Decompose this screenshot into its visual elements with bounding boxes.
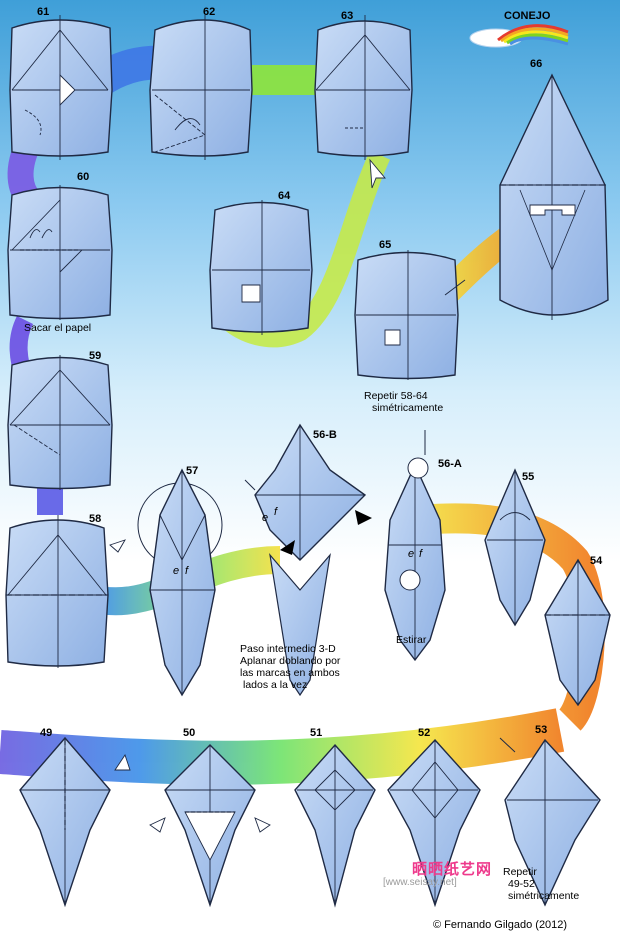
step-number: 49: [40, 727, 53, 739]
step-number: 51: [310, 727, 323, 739]
fold-label-e: e: [408, 548, 415, 560]
instruction-repetir-58-line2: simétricamente: [372, 402, 444, 414]
step-59-figure: [7, 355, 113, 490]
rainbow-logo: [469, 24, 569, 48]
step-61-figure: [9, 15, 113, 160]
step-number: 59: [89, 350, 102, 362]
step-60-figure: [7, 185, 113, 320]
fold-label-f: f: [274, 506, 278, 518]
step-number: 55: [522, 471, 535, 483]
step-56b-figure: [244, 423, 372, 697]
step-50-figure: [149, 744, 271, 908]
step-51-figure: [294, 743, 376, 908]
step-number: 57: [186, 465, 199, 477]
instruction-repetir-58-line1: Repetir 58-64: [364, 390, 428, 402]
step-65-figure: [354, 250, 466, 380]
step-number: 52: [418, 727, 431, 739]
instruction-estirar: Estirar: [396, 634, 427, 646]
step-number: 56-A: [438, 458, 462, 470]
step-56a-figure: [384, 430, 446, 662]
instruction-sacar: Sacar el papel: [24, 322, 92, 334]
fold-label-e: e: [262, 512, 269, 524]
instruction-paso-line4: lados a la vez: [243, 679, 308, 691]
step-number: 62: [203, 6, 216, 18]
step-number: 50: [183, 727, 196, 739]
step-55-figure: [484, 468, 546, 627]
diagram-title: CONEJO: [504, 10, 551, 22]
step-52-figure: [387, 738, 481, 908]
step-number: 61: [37, 6, 50, 18]
instruction-paso-line2: Aplanar doblando por: [240, 655, 341, 667]
step-49-figure: [19, 736, 131, 908]
step-57-figure: [149, 468, 216, 697]
step-63-figure: [314, 15, 413, 189]
instruction-repetir-49-line3: simétricamente: [508, 890, 580, 902]
watermark-brand: 晒晒纸艺网: [412, 861, 493, 878]
step-62-figure: [149, 15, 253, 160]
step-54-figure: [544, 558, 611, 707]
instruction-paso-line3: las marcas en ambos: [240, 667, 340, 679]
step-number: 58: [89, 513, 102, 525]
step-number: 65: [379, 239, 392, 251]
copyright: © Fernando Gilgado (2012): [433, 919, 568, 931]
step-64-figure: [209, 200, 313, 335]
step-number: 64: [278, 190, 291, 202]
fold-label-f: f: [419, 548, 423, 560]
step-66-figure: [499, 73, 609, 320]
step-number: 53: [535, 724, 548, 736]
fold-label-f: f: [185, 565, 189, 577]
step-53-figure: [499, 737, 601, 907]
step-number: 54: [590, 555, 603, 567]
fold-label-e: e: [173, 565, 180, 577]
step-58-figure: [5, 482, 223, 668]
instruction-repetir-49-line1: Repetir: [503, 866, 537, 878]
watermark-url: [www.seisay.net]: [383, 877, 457, 888]
step-number: 60: [77, 171, 90, 183]
step-number: 56-B: [313, 429, 337, 441]
instruction-paso-line1: Paso intermedio 3-D: [240, 643, 336, 655]
step-number: 66: [530, 58, 543, 70]
instruction-repetir-49-line2: 49-52: [508, 878, 535, 890]
step-number: 63: [341, 10, 354, 22]
